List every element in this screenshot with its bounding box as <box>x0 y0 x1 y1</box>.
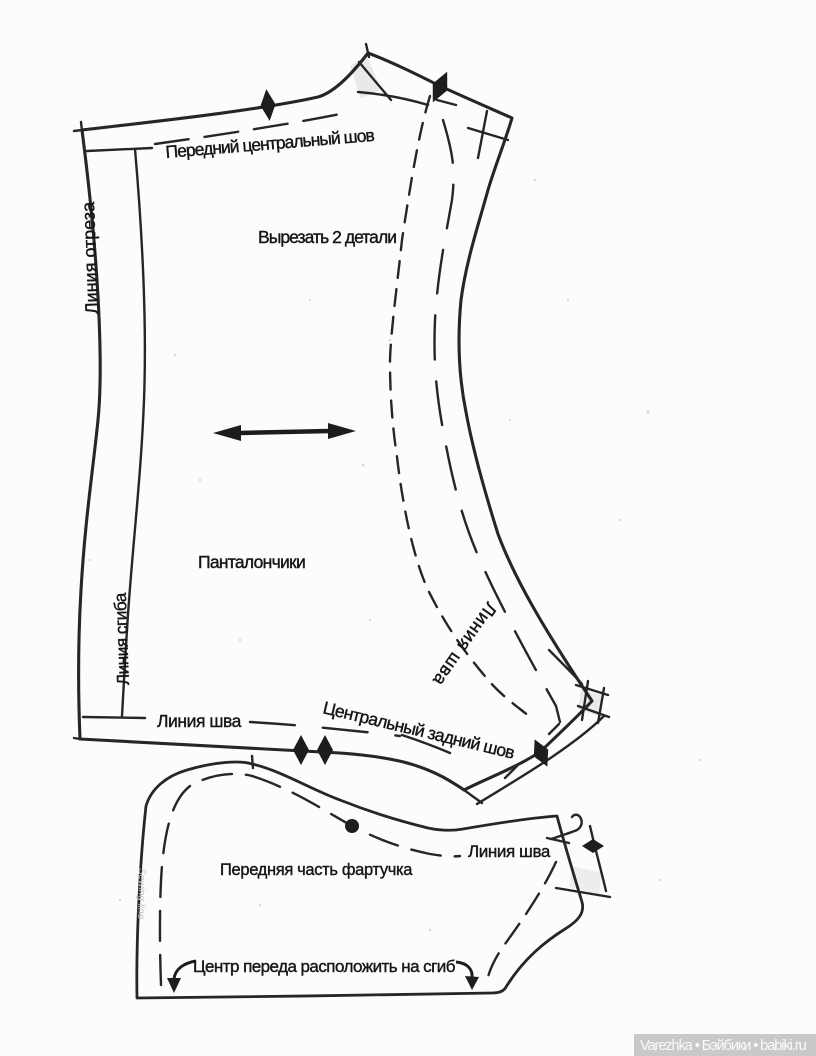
svg-text:Линия шва: Линия шва <box>468 842 551 861</box>
svg-text:Линия шва: Линия шва <box>157 711 242 731</box>
svg-text:Varezhka • Бэйбики • babiki.ru: Varezhka • Бэйбики • babiki.ru <box>640 1038 807 1054</box>
svg-text:Линия отреза: Линия отреза <box>78 201 102 315</box>
svg-text:Панталончики: Панталончики <box>198 552 305 572</box>
svg-text:Центр переда расположить на сг: Центр переда расположить на сгиб <box>193 957 456 976</box>
svg-text:Вырезать 2 детали: Вырезать 2 детали <box>258 227 396 247</box>
svg-text:Передняя часть фартучка: Передняя часть фартучка <box>220 861 413 879</box>
svg-text:Линия сгиба: Линия сгиба <box>110 592 133 686</box>
svg-text:Sewing line: Sewing line <box>135 868 147 920</box>
